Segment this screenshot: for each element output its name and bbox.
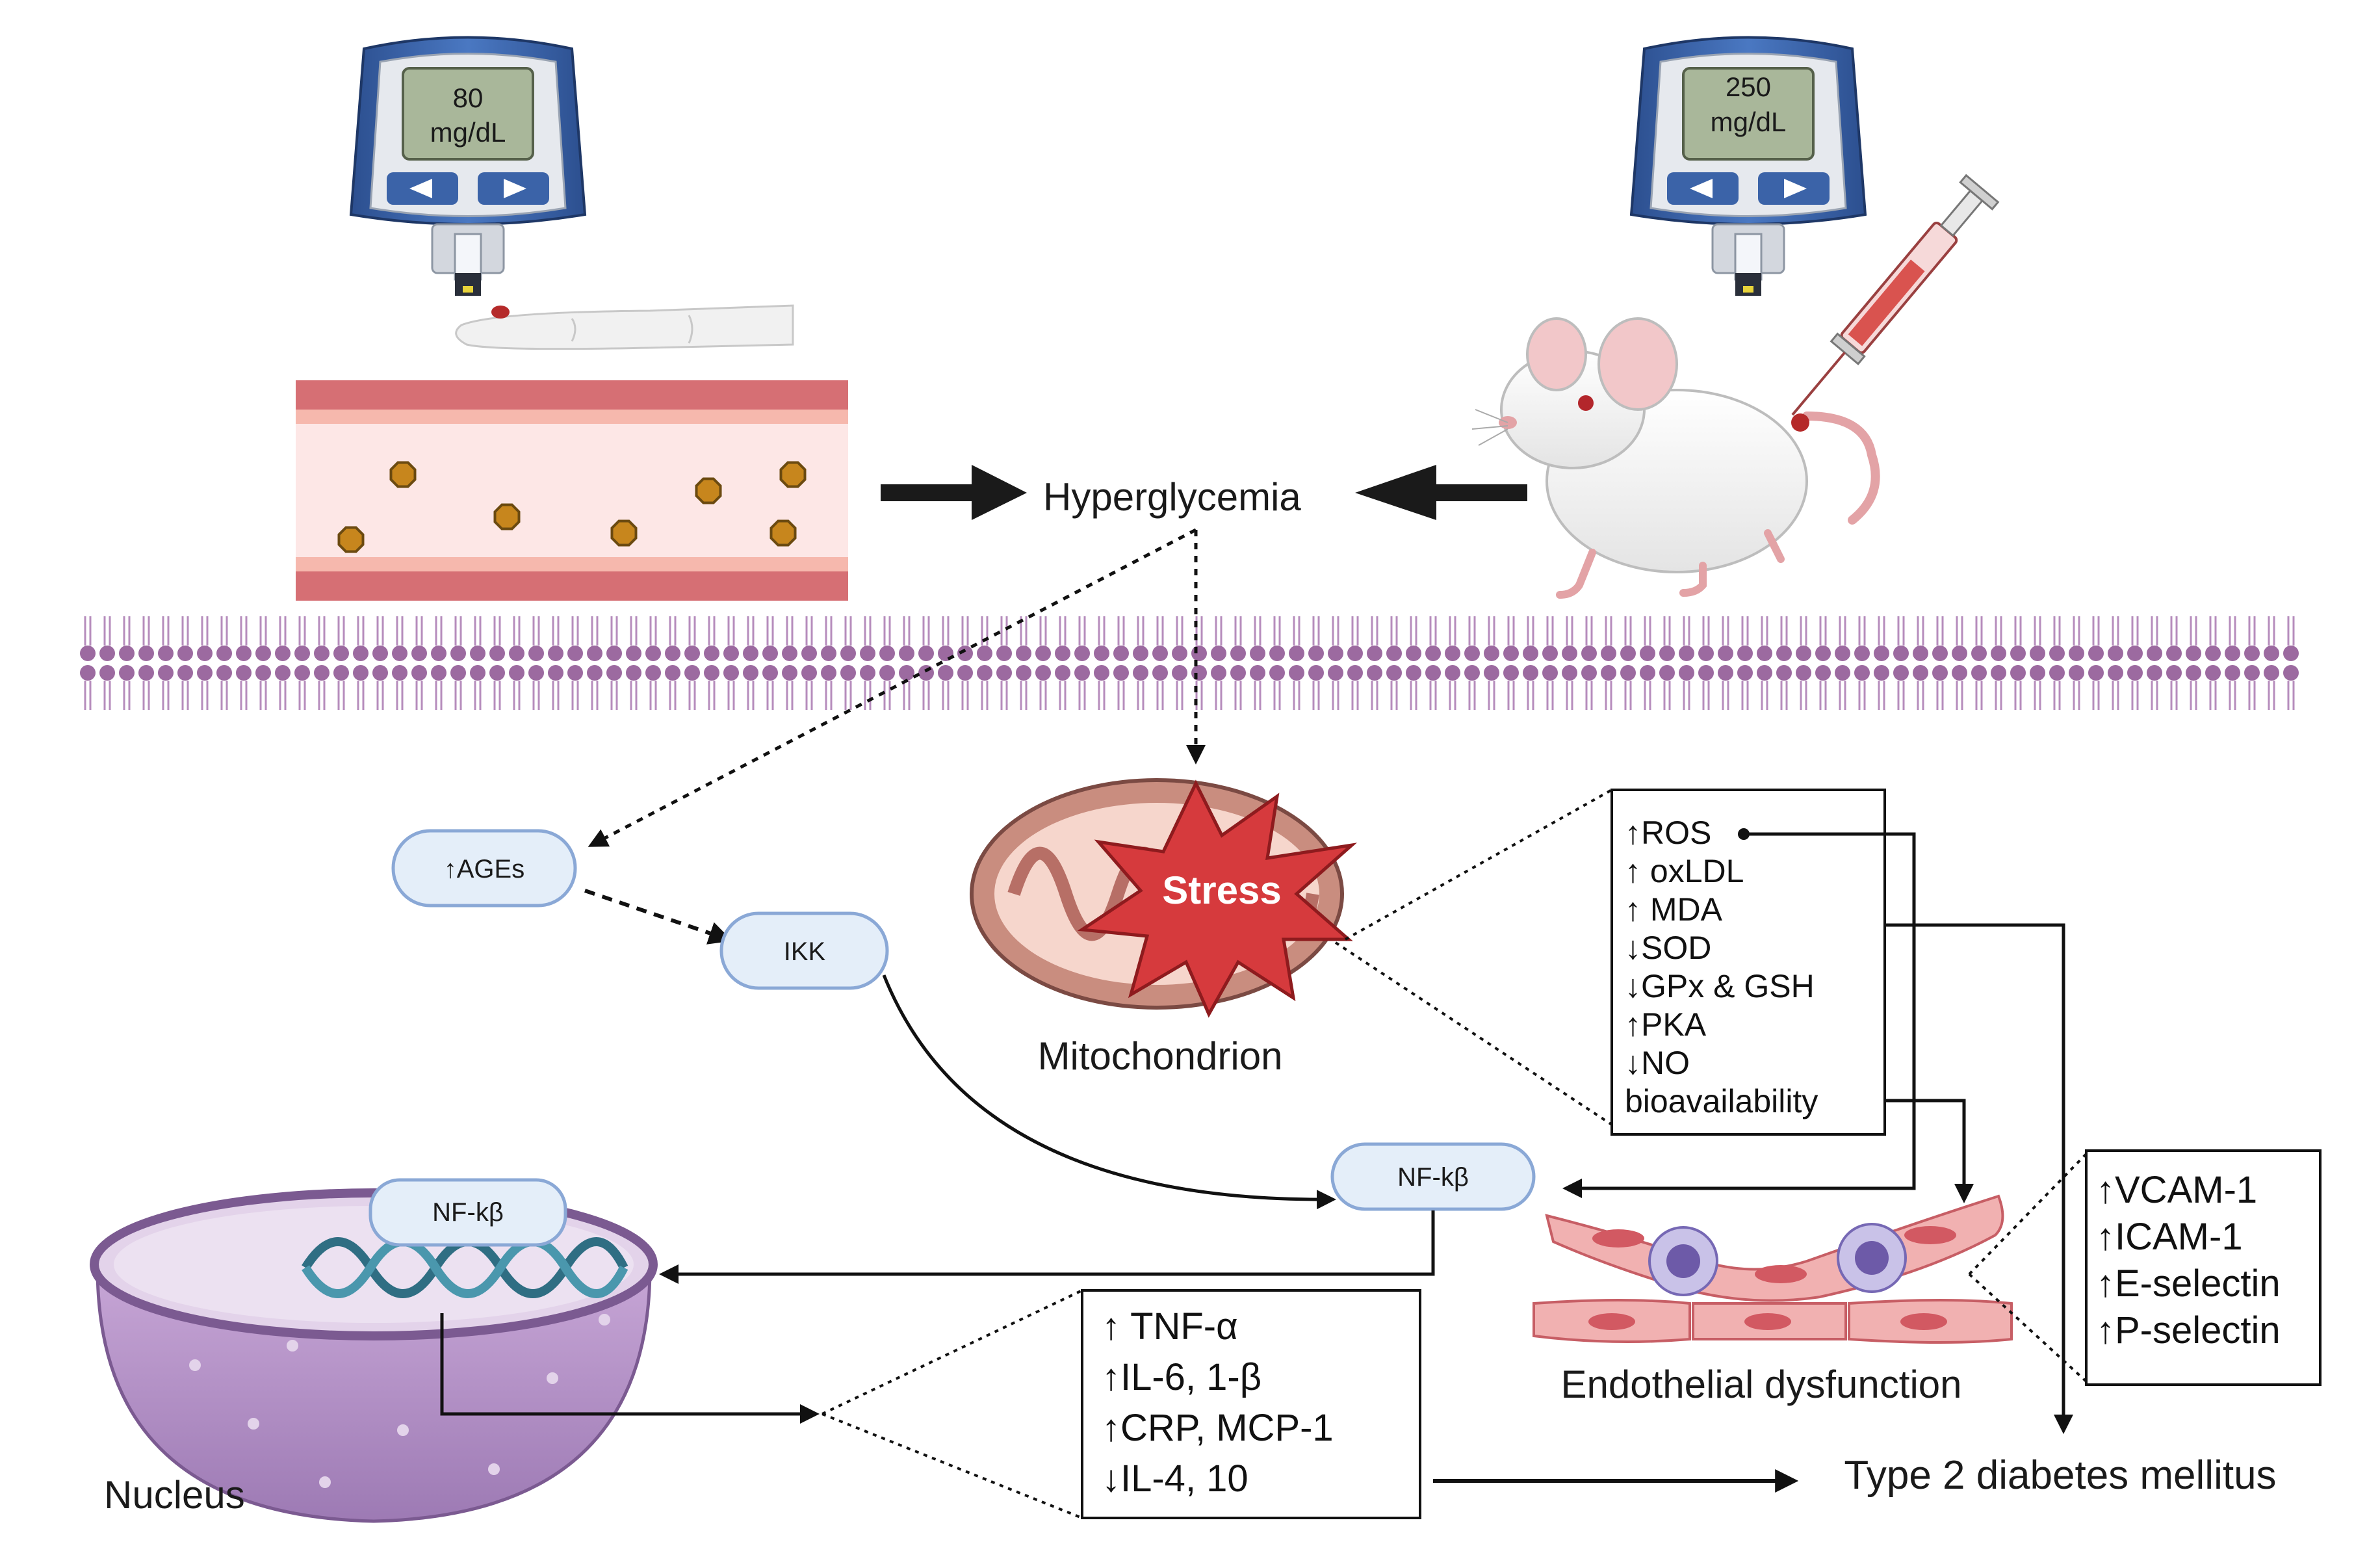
arrow-box-to-t2dm <box>1885 923 2073 1434</box>
t2dm-label: Type 2 diabetes mellitus <box>1844 1453 2276 1498</box>
box-line: ↑ICAM-1 <box>2096 1216 2243 1258</box>
meter-normal-value: 80 <box>453 83 484 113</box>
cytokine-box: ↑ TNF-α ↑IL-6, 1-β ↑CRP, MCP-1 ↓IL-4, 10 <box>1081 1289 1421 1519</box>
box-line: ↑IL-6, 1-β <box>1102 1356 1261 1398</box>
syringe-icon <box>1791 174 2000 416</box>
callout-line <box>821 1289 1083 1415</box>
glucose-molecule <box>779 461 807 488</box>
glucose-molecules <box>337 461 807 553</box>
glucose-molecule <box>389 461 417 488</box>
nfkb-pill: NF-kβ <box>1330 1142 1536 1211</box>
arrow-ages-to-ikk <box>584 889 732 945</box>
arrow-ros-to-nfkb-region <box>1562 832 1916 1198</box>
nucleus <box>90 1188 658 1523</box>
left-arrow-icon <box>1690 179 1713 198</box>
box-line: ↑PKA <box>1625 1006 1707 1043</box>
callout-line <box>1345 789 1612 941</box>
ikk-label: IKK <box>784 937 826 966</box>
cell-membrane <box>78 607 2301 717</box>
glucometer-normal: 80 mg/dL <box>349 36 587 296</box>
box-line: bioavailability <box>1625 1083 1818 1119</box>
adhesion-molecules-box: ↑VCAM-1 ↑ICAM-1↑E-selectin↑P-selectin <box>2085 1149 2322 1386</box>
right-arrow-icon <box>504 179 526 198</box>
endothelial-label: Endothelial dysfunction <box>1560 1363 1961 1406</box>
nfkb-nucleus-pill: NF-kβ <box>369 1178 567 1247</box>
box-line: ↑CRP, MCP-1 <box>1102 1407 1334 1449</box>
box-line: ↑ oxLDL <box>1625 853 1744 889</box>
blood-vessel <box>296 380 848 601</box>
box-line: ↓SOD <box>1625 930 1711 966</box>
meter-normal-unit: mg/dL <box>430 117 506 148</box>
arrow-nfkb-to-nucleus <box>659 1210 1435 1284</box>
left-arrow-icon <box>409 179 432 198</box>
oxidative-stress-box: ↑ROS↑ oxLDL↑ MDA↓SOD↓GPx & GSH↑PKA↓NObio… <box>1610 789 1886 1136</box>
stress-burst: Stress <box>1077 779 1358 1018</box>
arrow-ikk-to-nfkb <box>882 974 1336 1210</box>
callout-line <box>1968 1153 2088 1275</box>
mouse-illustration <box>1471 317 1880 599</box>
box-line: ↓IL-4, 10 <box>1102 1457 1248 1500</box>
callout-line <box>1334 941 1613 1126</box>
arrow-vessel-to-hyperglycemia <box>881 465 1027 520</box>
box-line: ↑ TNF-α <box>1102 1305 1238 1348</box>
right-arrow-icon <box>1784 179 1807 198</box>
box-line: ↓GPx & GSH <box>1625 968 1815 1004</box>
glucose-molecule <box>770 519 797 547</box>
nucleus-label: Nucleus <box>104 1473 245 1517</box>
box-line: ↑ROS <box>1625 815 1711 851</box>
finger-illustration <box>455 304 794 350</box>
hyperglycemia-label: Hyperglycemia <box>1043 475 1301 519</box>
nfkb-label: NF-kβ <box>1397 1163 1469 1192</box>
callout-line <box>821 1413 1083 1519</box>
box-line: ↑P-selectin <box>2096 1309 2281 1352</box>
stress-label: Stress <box>1162 869 1281 912</box>
ages-label: ↑AGEs <box>444 855 524 883</box>
arrow-hyperglycemia-to-ages <box>588 528 1197 847</box>
glucose-molecule <box>610 519 638 547</box>
glucose-molecule <box>337 526 365 553</box>
arrow-dna-to-cytokines <box>440 1313 820 1424</box>
box-line: ↑VCAM-1 <box>2096 1169 2257 1211</box>
glucometer-high: 250 mg/dL <box>1629 36 1867 296</box>
glucose-molecule <box>695 477 722 504</box>
ikk-pill: IKK <box>719 911 889 990</box>
ages-pill: ↑AGEs <box>391 829 577 908</box>
meter-high-unit: mg/dL <box>1711 107 1787 137</box>
meter-high-value: 250 <box>1726 72 1771 102</box>
mitochondrion-label: Mitochondrion <box>1038 1034 1283 1078</box>
endothelial-cells <box>1533 1194 2013 1344</box>
nfkb-nucleus-label: NF-kβ <box>432 1198 504 1227</box>
box-line: ↓NO <box>1625 1045 1690 1081</box>
box-line: ↑ MDA <box>1625 891 1723 928</box>
glucose-molecule <box>493 503 521 530</box>
box-line: ↑E-selectin <box>2096 1262 2281 1305</box>
arrow-mouse-to-hyperglycemia <box>1355 465 1527 520</box>
arrow-no-to-endothelium <box>1885 1099 1974 1203</box>
